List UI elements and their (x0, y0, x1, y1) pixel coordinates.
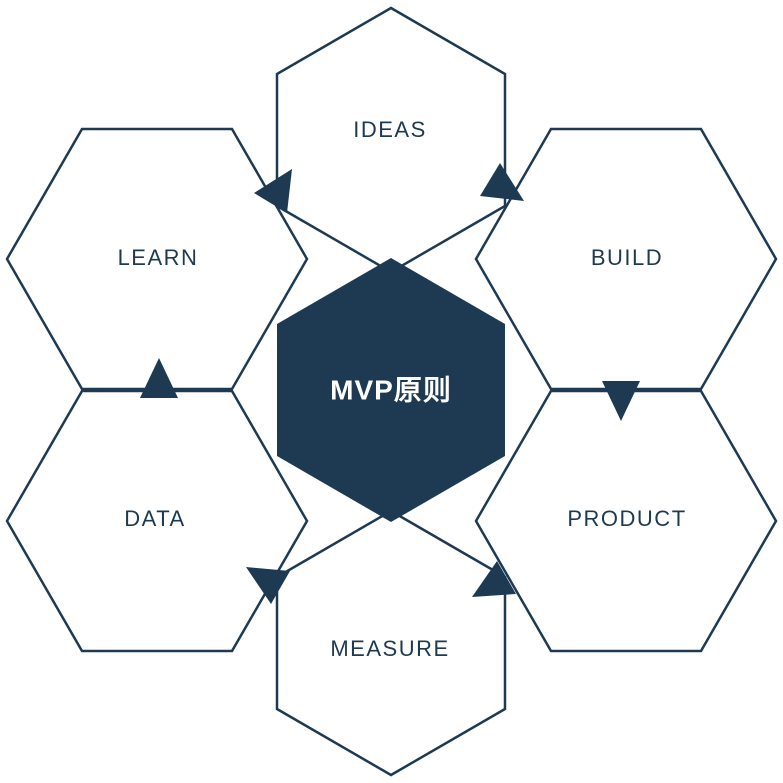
hexagon-center-mvp (277, 258, 505, 522)
label-build: BUILD (591, 245, 663, 270)
hexagon-product (474, 389, 778, 653)
cycle-arrows (140, 163, 640, 604)
arrow-data-to-learn (140, 358, 178, 398)
node-labels: IDEAS BUILD PRODUCT MEASURE DATA LEARN M… (118, 117, 686, 661)
hexagon-data (5, 389, 309, 653)
label-measure: MEASURE (330, 636, 449, 661)
label-data: DATA (124, 506, 185, 531)
outer-hexagons (5, 6, 778, 777)
label-center-mvp: MVP原则 (330, 374, 452, 405)
hexagon-learn (5, 127, 309, 391)
arrow-product-to-measure (472, 561, 516, 597)
arrow-measure-to-data (246, 567, 290, 604)
hexagon-build (474, 127, 778, 391)
arrow-learn-to-ideas (254, 169, 292, 213)
arrow-ideas-to-build (480, 163, 524, 201)
arrow-build-to-product (602, 381, 640, 421)
label-learn: LEARN (118, 245, 199, 270)
label-ideas: IDEAS (353, 117, 427, 142)
label-product: PRODUCT (567, 506, 686, 531)
